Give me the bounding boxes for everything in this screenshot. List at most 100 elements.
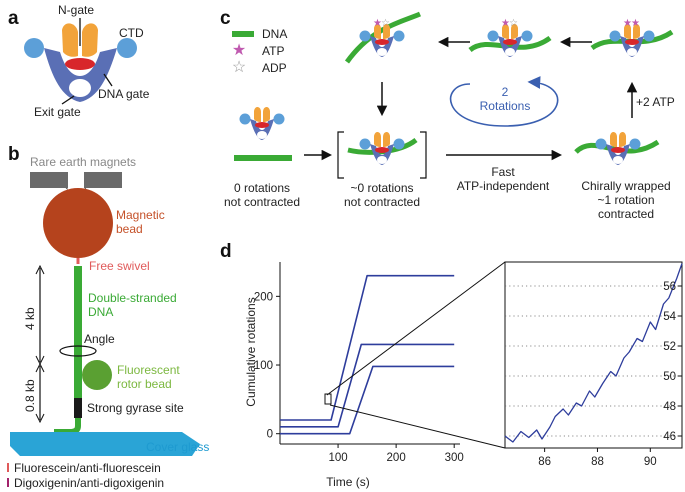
label-exit-gate: Exit gate <box>34 105 81 119</box>
dsdna-strand <box>74 266 82 398</box>
main-series-1 <box>280 274 455 421</box>
label-rotor-2: rotor bead <box>117 377 172 391</box>
state-top-right: ★ ★ <box>590 18 674 57</box>
label-dna-2: DNA <box>88 305 113 319</box>
inset-ytick-label: 56 <box>663 281 676 293</box>
inset-xtick-labels: 86 88 90 <box>538 456 656 468</box>
state-bottom-wrapped <box>574 131 660 165</box>
state-top-middle: ★ ☆ <box>468 18 552 57</box>
exit-gate-pointer <box>61 95 75 105</box>
svg-text:★: ★ <box>623 18 632 29</box>
main-plot-area <box>276 262 460 448</box>
label-magnets: Rare earth magnets <box>30 155 136 169</box>
main-ytick-label: 0 <box>267 429 273 441</box>
label-cover-glass: Cover glass <box>146 440 209 454</box>
state-bottom-0 <box>239 106 285 140</box>
panel-label-a: a <box>8 8 19 29</box>
mechanism-cycle-c: DNA ★ ATP ☆ ADP ★ ☆ ★ ☆ ★ ★ +2 ATP <box>224 11 675 221</box>
dna-gate <box>65 58 95 70</box>
inset-frame <box>504 261 683 449</box>
inset-ytick-labels: 46 48 50 52 54 56 <box>663 281 676 443</box>
inset-ytick-label: 50 <box>663 371 676 383</box>
label-n-gate: N-gate <box>58 3 94 17</box>
ctd-left-sphere <box>24 38 44 58</box>
inset-xtick-label: 86 <box>538 456 551 468</box>
inset-xtick-label: 90 <box>644 456 657 468</box>
label-angle: Angle <box>84 332 115 346</box>
bracket-08kb-heads <box>35 362 45 424</box>
state1-line2: not contracted <box>344 195 420 209</box>
magnetic-tweezers-setup-b: Rare earth magnets Magnetic bead Free sw… <box>7 155 209 490</box>
label-swivel: Free swivel <box>89 259 150 273</box>
svg-text:☆: ☆ <box>509 18 518 29</box>
inset-chart: 86 88 90 46 48 50 52 54 56 <box>504 261 683 468</box>
legend-atp: ATP <box>262 44 284 58</box>
n-gate-right <box>82 23 98 57</box>
dna-gate-pointer <box>103 73 113 87</box>
state0-line2: not contracted <box>224 195 300 209</box>
svg-text:☆: ☆ <box>381 18 390 29</box>
legend-fluor: Fluorescein/anti-fluorescein <box>14 461 161 475</box>
svg-text:★: ★ <box>631 18 640 29</box>
panel-label-b: b <box>8 144 20 165</box>
state-top-left: ★ ☆ <box>344 11 422 64</box>
wrapped-line3: contracted <box>598 207 654 221</box>
main-ytick-labels: 0 100 200 <box>254 291 273 440</box>
label-plus-atp: +2 ATP <box>636 95 675 109</box>
magnet-right <box>84 172 122 188</box>
inset-series-group <box>504 263 683 443</box>
atp-star-icon: ★ <box>232 42 246 59</box>
rotor-bead <box>82 360 112 390</box>
label-gyrase-site: Strong gyrase site <box>87 401 184 415</box>
fast-line1: Fast <box>491 165 515 179</box>
main-xlabel: Time (s) <box>326 475 370 489</box>
gyrase-schematic-a: N-gate CTD DNA gate Exit gate <box>24 3 150 119</box>
zoom-line-bottom <box>329 404 506 449</box>
svg-text:★: ★ <box>501 18 510 29</box>
legend-dna: DNA <box>262 27 287 41</box>
protein-body <box>44 48 117 102</box>
state1-line1: ~0 rotations <box>350 181 413 195</box>
legend-dig: Digoxigenin/anti-digoxigenin <box>14 476 164 490</box>
main-ytick-label: 200 <box>254 291 273 303</box>
fast-line2: ATP-independent <box>457 179 550 193</box>
angle-rotation-arc <box>59 345 97 357</box>
label-4kb: 4 kb <box>23 307 37 330</box>
zoom-line-top <box>326 261 506 396</box>
inset-ytick-label: 48 <box>663 401 676 413</box>
main-xtick-label: 300 <box>445 452 464 464</box>
main-series-group <box>280 274 455 435</box>
main-ytick-label: 100 <box>254 360 273 372</box>
inset-plot-area <box>504 261 683 452</box>
state-bottom-1 <box>337 131 427 179</box>
label-rotations-2: Rotations <box>480 99 531 113</box>
main-series-3 <box>280 365 455 435</box>
rotation-arrow <box>449 76 559 127</box>
wrapped-line1: Chirally wrapped <box>581 179 670 193</box>
gyrase-site <box>74 398 82 418</box>
inset-ytick-label: 54 <box>663 311 676 323</box>
label-dna-gate: DNA gate <box>98 87 150 101</box>
legend-adp: ADP <box>262 61 287 75</box>
exit-gate-cavity <box>69 79 91 97</box>
inset-ytick-label: 46 <box>663 431 676 443</box>
main-series-2 <box>280 343 455 428</box>
dna-anchor <box>54 418 81 435</box>
label-bead-2: bead <box>116 222 143 236</box>
label-rotor-1: Fluorescent <box>117 363 180 377</box>
main-ylabel: Cumulative rotations <box>244 297 258 406</box>
label-rotations-1: 2 <box>502 85 509 99</box>
inset-series-1 <box>504 263 683 443</box>
zoom-box <box>324 393 332 405</box>
n-gate-left <box>62 23 78 57</box>
panel-label-c: c <box>220 8 231 29</box>
panel-label-d: d <box>220 241 232 262</box>
state0-line1: 0 rotations <box>234 181 290 195</box>
label-bead-1: Magnetic <box>116 208 165 222</box>
inset-ytick-label: 52 <box>663 341 676 353</box>
label-dna-1: Double-stranded <box>88 291 177 305</box>
main-xtick-label: 100 <box>328 452 347 464</box>
inset-xtick-label: 88 <box>591 456 604 468</box>
